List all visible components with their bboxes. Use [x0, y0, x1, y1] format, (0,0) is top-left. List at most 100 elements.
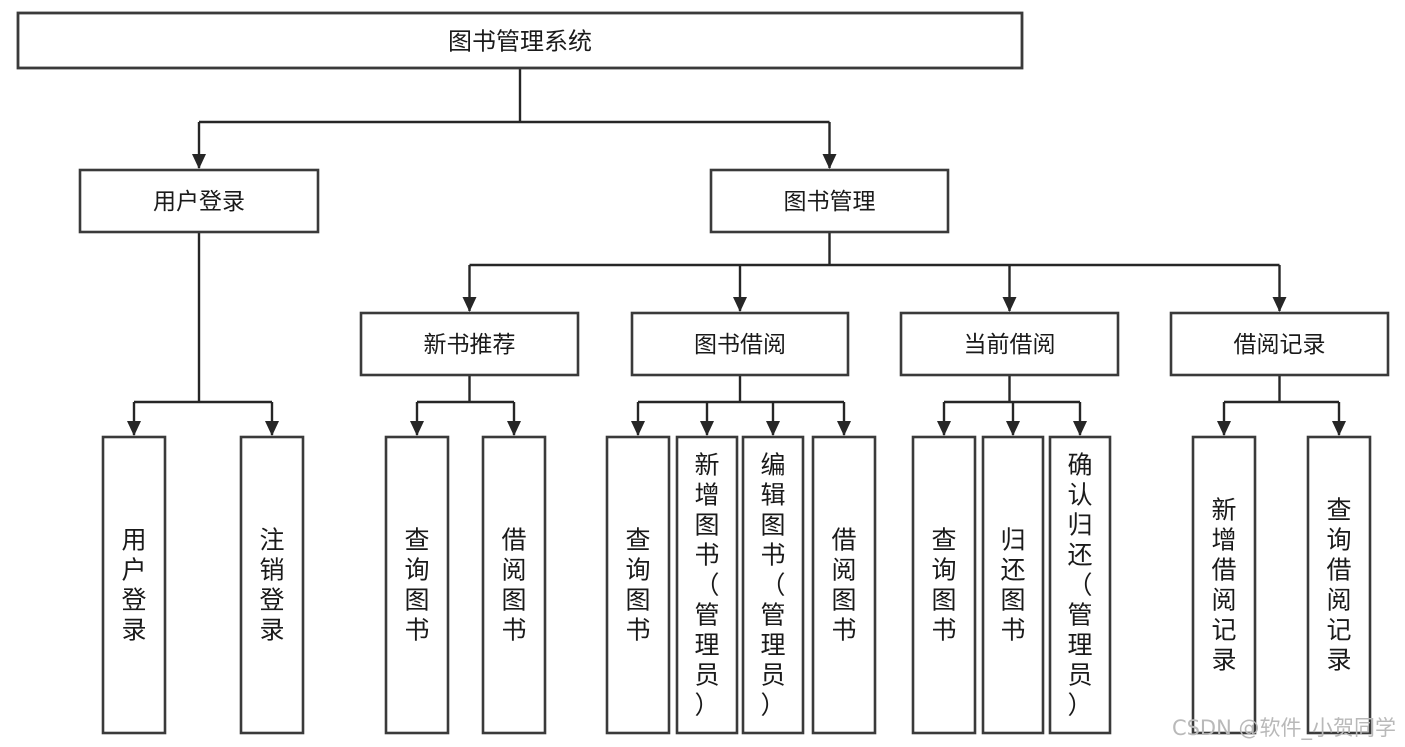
node-box-leaf-borrow-book-1[interactable] [481, 435, 547, 735]
node-box-leaf-logout[interactable] [239, 435, 305, 735]
svg-text:阅: 阅 [1211, 586, 1236, 615]
svg-text:阅: 阅 [831, 556, 856, 585]
node-box-leaf-add-book[interactable] [675, 435, 739, 735]
svg-text:询: 询 [931, 556, 956, 585]
node-box-leaf-confirm-return[interactable] [1048, 435, 1112, 735]
node-box-leaf-borrow-book-2[interactable] [811, 435, 877, 735]
svg-text:记: 记 [1326, 616, 1351, 645]
svg-text:借: 借 [831, 526, 856, 555]
node-box-leaf-edit-book[interactable] [741, 435, 805, 735]
svg-text:新: 新 [694, 451, 719, 480]
arrow-head [1332, 421, 1346, 436]
node-box-borrow-record[interactable] [1169, 311, 1390, 377]
svg-text:录: 录 [1326, 646, 1351, 675]
svg-text:管: 管 [694, 601, 719, 630]
node-box-current-borrow[interactable] [899, 311, 1120, 377]
node-box-book-management[interactable] [709, 168, 950, 234]
node-leaf-user-login[interactable]: 用户登录 [101, 435, 167, 735]
node-box-new-book-recommend[interactable] [359, 311, 580, 377]
svg-text:阅: 阅 [501, 556, 526, 585]
node-box-leaf-return-book[interactable] [981, 435, 1045, 735]
svg-text:书: 书 [501, 616, 526, 645]
node-box-leaf-add-record[interactable] [1191, 435, 1257, 735]
node-label-user-login: 用户登录 [153, 189, 245, 215]
svg-text:书: 书 [694, 541, 719, 570]
node-box-root[interactable] [16, 11, 1024, 70]
svg-text:新: 新 [1211, 496, 1236, 525]
svg-text:还: 还 [1067, 541, 1092, 570]
svg-text:注: 注 [259, 526, 284, 555]
svg-text:管: 管 [1067, 601, 1092, 630]
arrow-head [700, 421, 714, 436]
svg-text:询: 询 [404, 556, 429, 585]
arrow-head [1217, 421, 1231, 436]
node-box-leaf-query-book-3[interactable] [911, 435, 977, 735]
svg-text:查: 查 [404, 526, 429, 555]
arrow-head [507, 421, 521, 436]
node-user-login[interactable]: 用户登录 [78, 168, 320, 234]
svg-text:借: 借 [1326, 556, 1351, 585]
node-new-book-recommend[interactable]: 新书推荐 [359, 311, 580, 377]
connector-group-new-book-recommend [410, 375, 521, 436]
svg-text:（: （ [760, 571, 785, 600]
node-layer: 图书管理系统用户登录图书管理新书推荐图书借阅当前借阅借阅记录用户登录注销登录查询… [16, 11, 1390, 735]
node-label-new-book-recommend: 新书推荐 [424, 332, 516, 358]
node-box-book-borrow[interactable] [630, 311, 850, 377]
svg-text:书: 书 [931, 616, 956, 645]
svg-text:书: 书 [831, 616, 856, 645]
node-book-management[interactable]: 图书管理 [709, 168, 950, 234]
arrow-head [937, 421, 951, 436]
node-box-user-login[interactable] [78, 168, 320, 234]
arrow-head [822, 154, 837, 169]
node-box-leaf-query-record[interactable] [1306, 435, 1372, 735]
node-box-leaf-query-book-2[interactable] [605, 435, 671, 735]
arrow-head [631, 421, 645, 436]
svg-text:询: 询 [1326, 526, 1351, 555]
connector-group-book-management [462, 232, 1287, 312]
svg-text:（: （ [694, 571, 719, 600]
svg-text:登: 登 [259, 586, 284, 615]
node-root[interactable]: 图书管理系统 [16, 11, 1024, 70]
arrow-head [1002, 297, 1017, 312]
svg-text:图: 图 [694, 511, 719, 540]
connector-group-user-login [127, 232, 279, 436]
svg-text:图: 图 [501, 586, 526, 615]
svg-text:理: 理 [694, 631, 719, 660]
svg-text:员: 员 [760, 661, 785, 690]
svg-text:图: 图 [404, 586, 429, 615]
svg-text:询: 询 [625, 556, 650, 585]
node-box-leaf-query-book-1[interactable] [384, 435, 450, 735]
node-current-borrow[interactable]: 当前借阅 [899, 311, 1120, 377]
node-label-book-management: 图书管理 [784, 189, 876, 215]
svg-text:书: 书 [625, 616, 650, 645]
node-borrow-record[interactable]: 借阅记录 [1169, 311, 1390, 377]
svg-text:确: 确 [1067, 451, 1092, 480]
arrow-head [1073, 421, 1087, 436]
node-book-borrow[interactable]: 图书借阅 [630, 311, 850, 377]
node-label-borrow-record: 借阅记录 [1234, 332, 1326, 358]
connector-group-root [192, 68, 837, 169]
svg-text:销: 销 [259, 556, 284, 585]
svg-text:编: 编 [760, 451, 785, 480]
node-box-leaf-user-login[interactable] [101, 435, 167, 735]
